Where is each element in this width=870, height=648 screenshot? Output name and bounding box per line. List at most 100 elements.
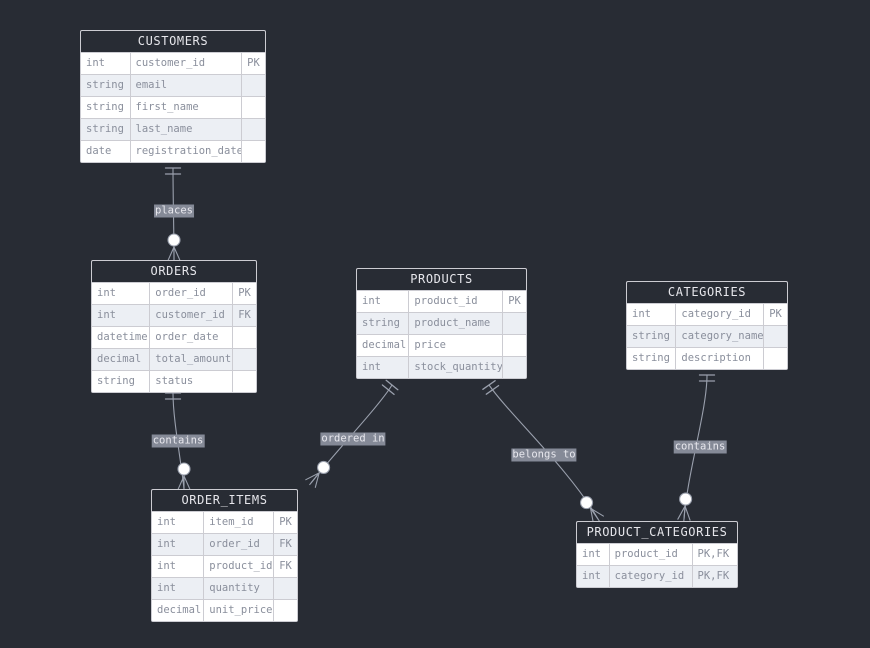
attribute-type: string: [92, 371, 151, 392]
attribute-name: total_amount: [150, 349, 234, 370]
attribute-type: decimal: [357, 335, 410, 356]
cardinality-one-products-product_categories: [485, 384, 500, 395]
attribute-name: product_id: [204, 556, 275, 577]
attribute-type: int: [152, 556, 205, 577]
cardinality-many-orders-order_items-foot: [183, 475, 191, 491]
cardinality-one-products-order_items: [385, 379, 399, 391]
attribute-type: string: [357, 313, 410, 334]
attribute-type: int: [81, 53, 131, 74]
cardinality-many-customers-orders-foot: [173, 246, 181, 262]
attribute-key: [242, 119, 265, 140]
attribute-type: string: [627, 348, 677, 369]
entity-title: ORDERS: [92, 261, 256, 283]
cardinality-many-orders-order_items-foot: [177, 475, 185, 491]
attribute-type: string: [81, 119, 131, 140]
relationship-label-products-order_items: ordered in: [320, 432, 386, 446]
attribute-name: customer_id: [131, 53, 243, 74]
attribute-type: decimal: [152, 600, 205, 621]
attribute-name: registration_date: [131, 141, 243, 162]
cardinality-many-products-order_items-foot: [309, 472, 320, 486]
attribute-type: string: [627, 326, 677, 347]
relationship-label-customers-orders: places: [154, 204, 194, 218]
cardinality-many-products-order_items-foot: [314, 472, 320, 488]
attribute-key: [503, 335, 526, 356]
attribute-key: PK,FK: [697, 548, 730, 560]
entity-title: PRODUCT_CATEGORIES: [577, 522, 737, 544]
attribute-type: int: [152, 512, 205, 533]
entity-title: ORDER_ITEMS: [152, 490, 297, 512]
cardinality-many-customers-orders-foot: [167, 246, 175, 262]
attribute-type: datetime: [92, 327, 151, 348]
relationship-label-categories-product_categories: contains: [673, 440, 727, 454]
cardinality-many-products-product_categories-circle: [580, 496, 594, 510]
attribute-type: decimal: [92, 349, 151, 370]
attribute-name: product_id: [409, 291, 504, 312]
attribute-key: PK,FK: [697, 570, 730, 582]
cardinality-many-categories-product_categories-foot: [684, 505, 691, 521]
entity-title: CATEGORIES: [627, 282, 787, 304]
attribute-type: int: [92, 305, 151, 326]
attribute-name: category_id: [610, 566, 693, 587]
relationship-label-orders-order_items: contains: [151, 434, 205, 448]
attribute-name: customer_id: [150, 305, 234, 326]
attribute-key: PK: [769, 308, 782, 320]
entity-title: PRODUCTS: [357, 269, 526, 291]
cardinality-one-products-product_categories: [482, 380, 496, 390]
attribute-key: PK: [238, 287, 251, 299]
entity-title: CUSTOMERS: [81, 31, 265, 53]
attribute-name: first_name: [131, 97, 243, 118]
cardinality-many-products-order_items-foot: [305, 472, 320, 481]
attribute-type: int: [577, 544, 610, 565]
attribute-name: product_name: [409, 313, 504, 334]
attribute-name: category_name: [676, 326, 765, 347]
attribute-type: string: [81, 75, 131, 96]
attribute-key: [274, 600, 297, 621]
attribute-key: [233, 349, 256, 370]
attribute-name: price: [409, 335, 504, 356]
attribute-name: order_date: [150, 327, 234, 348]
attribute-key: PK: [247, 57, 260, 69]
attribute-key: FK: [238, 309, 251, 321]
cardinality-many-categories-product_categories-foot: [683, 505, 686, 522]
cardinality-many-products-product_categories-foot: [590, 507, 600, 522]
attribute-type: int: [357, 291, 410, 312]
attribute-name: product_id: [610, 544, 693, 565]
attribute-type: date: [81, 141, 131, 162]
attribute-name: email: [131, 75, 243, 96]
attribute-key: [233, 327, 256, 348]
attribute-key: PK: [279, 516, 292, 528]
cardinality-many-orders-order_items-circle: [177, 462, 191, 476]
attribute-key: [242, 75, 265, 96]
cardinality-one-products-order_items: [381, 384, 395, 396]
attribute-name: order_id: [204, 534, 275, 555]
attribute-key: FK: [279, 538, 292, 550]
attribute-type: int: [152, 534, 205, 555]
